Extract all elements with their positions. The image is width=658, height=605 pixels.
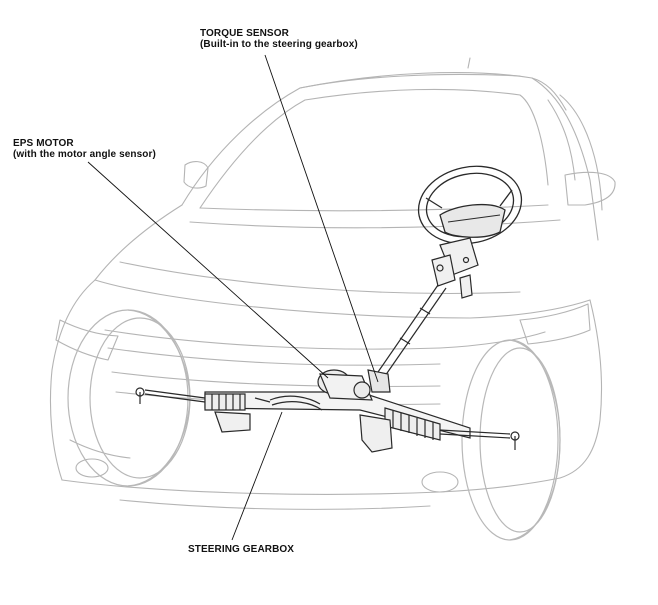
steering-wheel: [417, 165, 523, 245]
steering-gearbox-title: STEERING GEARBOX: [188, 544, 295, 555]
leader-lines: [87, 54, 379, 541]
wheel-left: [67, 309, 191, 487]
eps-motor-title: EPS MOTOR: [13, 138, 74, 149]
torque-sensor-label: TORQUE SENSOR (Built-in to the steering …: [200, 28, 358, 50]
car-body-outline: [49, 57, 616, 510]
eps-motor-leader: [87, 161, 329, 379]
eps-motor-subtitle: (with the motor angle sensor): [13, 149, 156, 160]
steering-column: [377, 237, 479, 377]
steering-gearbox-leader: [231, 411, 283, 541]
torque-sensor-subtitle: (Built-in to the steering gearbox): [200, 39, 358, 50]
torque-sensor-title: TORQUE SENSOR: [200, 28, 289, 39]
steering-gearbox-label: STEERING GEARBOX: [188, 544, 294, 555]
torque-sensor-leader: [264, 54, 379, 383]
eps-motor-label: EPS MOTOR (with the motor angle sensor): [13, 138, 156, 160]
wheel-right: [461, 339, 561, 541]
steering-gearbox-assembly: [135, 369, 520, 453]
